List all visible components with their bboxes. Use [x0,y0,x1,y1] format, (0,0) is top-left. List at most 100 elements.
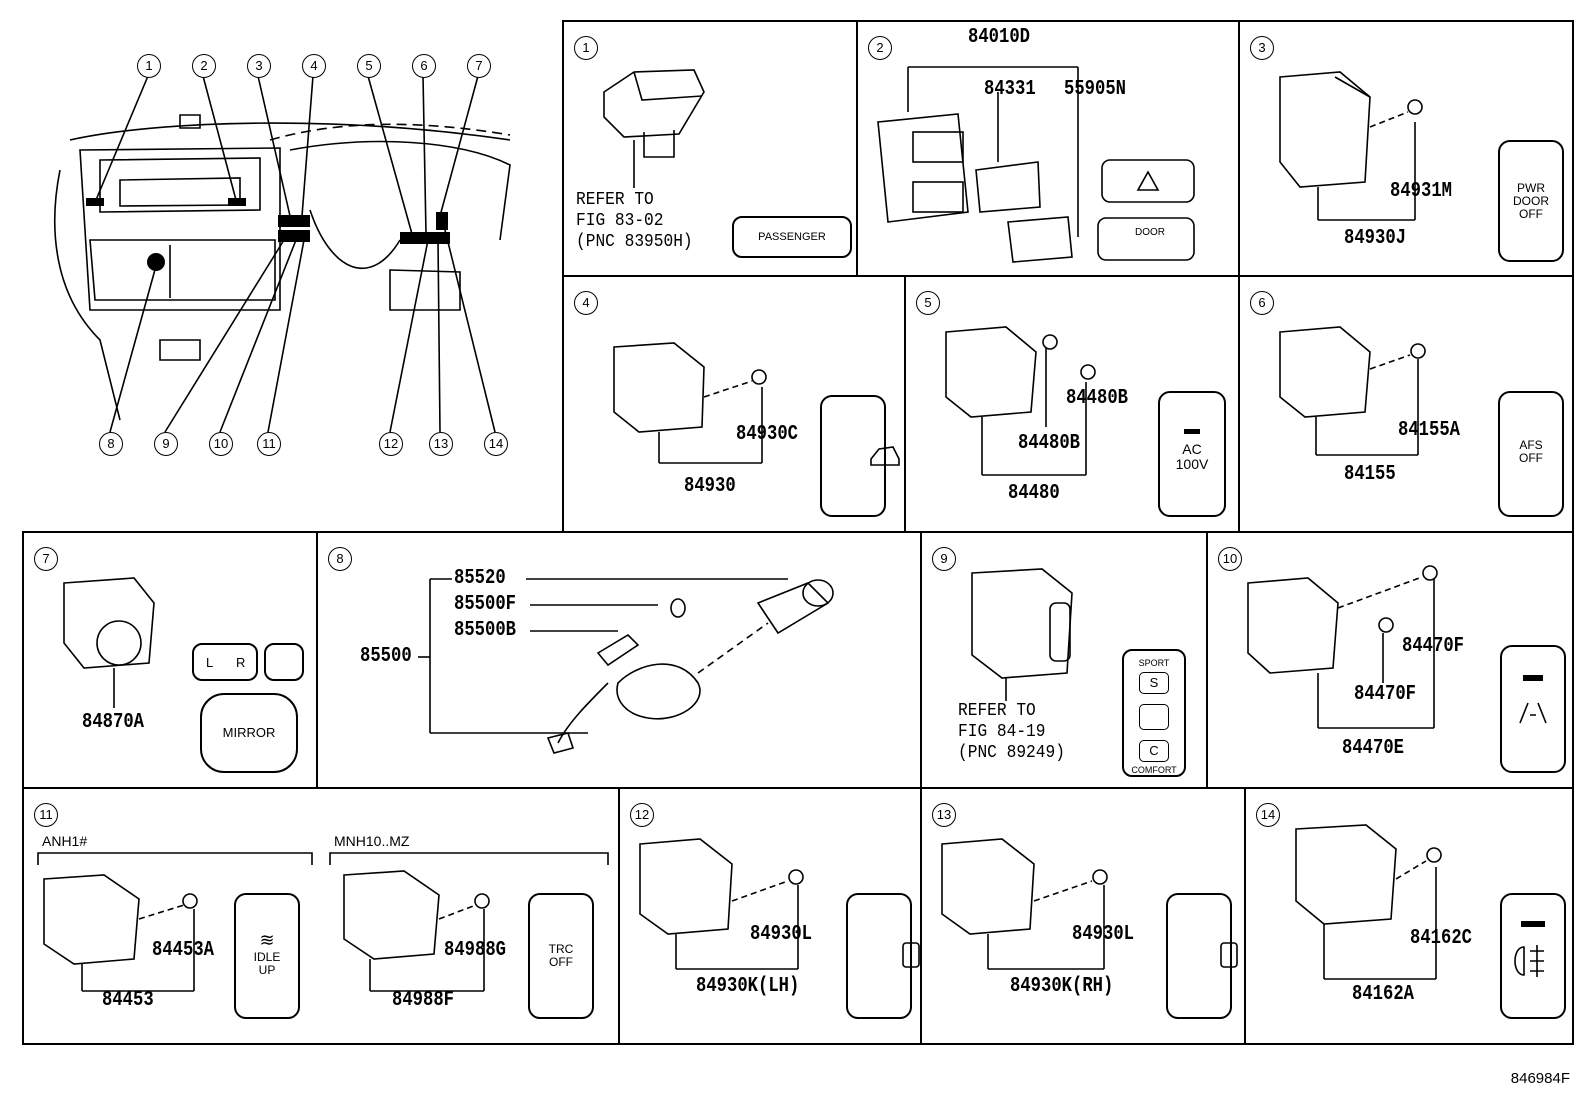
callout-8: 8 [99,432,123,456]
r-label: R [236,655,246,670]
callout-14: 14 [484,432,508,456]
part-number-85500B: 85500B [454,619,517,642]
panel-14: 14 84162C 84162A [1244,787,1574,1045]
panel-number: 7 [34,547,58,571]
reference-note: REFER TO FIG 84-19 (PNC 89249) [958,701,1065,763]
normal-mode-button [1139,704,1169,730]
lane-assist-button [1500,645,1566,773]
reference-note: REFER TO FIG 83-02 (PNC 83950H) [576,190,693,252]
panel-2: 2 84010D 84331 55905N DOOR [856,20,1240,277]
panel-11: 11 ANH1# MNH10..MZ 84453A 84453 84988G 8… [22,787,620,1045]
panel-number: 5 [916,291,940,315]
part-number-84453: 84453 [102,989,154,1012]
button-line-1: TRC [548,942,574,956]
idle-trc-switch-drawing [37,852,609,992]
hazard-switch-drawing [877,66,1195,263]
panel-number: 1 [574,36,598,60]
panel-10: 10 84470F 84470F 84470E [1206,531,1574,789]
panel-number: 11 [34,803,58,827]
l-label: L [206,655,214,670]
button-line-1: AC [1182,441,1202,457]
part-number-85500: 85500 [360,645,412,668]
panel-12: 12 84930L 84930K(LH) [618,787,922,1045]
button-line-2: DOOR [1513,194,1549,208]
callout-5: 5 [357,54,381,78]
panel-number: 12 [630,803,654,827]
panel-4: 4 84930C 84930 [562,275,906,533]
rear-hatch-button [820,395,900,517]
hatch-icon [870,446,900,466]
panel-13: 13 84930L 84930K(RH) [920,787,1246,1045]
figure-id: 846984F [1510,1070,1570,1087]
sliding-door-rh-drawing [941,838,1108,970]
button-line-3: OFF [1519,207,1543,221]
afs-switch-drawing [1279,326,1426,456]
button-line-1: IDLE [253,950,281,964]
part-number-85520: 85520 [454,567,506,590]
part-number-84930: 84930 [684,475,736,498]
drive-mode-switch-drawing [971,568,1073,701]
part-number-84470F-lower: 84470F [1354,683,1417,706]
part-number-84988G: 84988G [444,939,507,962]
panel-number: 3 [1250,36,1274,60]
indicator-bar [1521,921,1545,927]
panel-number: 6 [1250,291,1274,315]
part-number-84930K-LH: 84930K(LH) [696,975,800,998]
part-number-84930L: 84930L [750,923,813,946]
part-number-84931M: 84931M [1390,180,1453,203]
part-number-84480B-lower: 84480B [1018,432,1081,455]
heat-icon: ≋ [259,930,275,950]
cigarette-lighter-drawing [418,578,834,754]
idle-up-button: ≋ IDLE UP [234,893,300,1019]
panel-number: 4 [574,291,598,315]
callout-7: 7 [467,54,491,78]
panel-9: 9 REFER TO FIG 84-19 (PNC 89249) SPORT S… [920,531,1208,789]
callout-9: 9 [154,432,178,456]
mirror-adjust-pad: MIRROR [200,693,298,773]
callout-3: 3 [247,54,271,78]
afs-off-button: AFS OFF [1498,391,1564,517]
ac-outlet-switch-drawing [945,326,1096,476]
sliding-door-rh-button [1166,893,1238,1019]
fog-lamp-icon [1514,945,1544,977]
button-line-2: OFF [549,955,573,969]
part-number-84930C: 84930C [736,423,799,446]
mirror-switch-drawing [63,577,155,708]
switch-4-drawing [613,342,767,464]
panel-number: 9 [932,547,956,571]
door-icon [902,942,920,968]
callout-2: 2 [192,54,216,78]
panel-6: 6 84155A 84155 AFS OFF [1238,275,1574,533]
callout-6: 6 [412,54,436,78]
panel-number: 10 [1218,547,1242,571]
part-number-84870A: 84870A [82,711,145,734]
panel-1: 1 REFER TO FIG 83-02 (PNC 83950H) PASSEN… [562,20,858,277]
part-number-84331: 84331 [984,78,1036,101]
group-label-a: ANH1# [42,833,88,849]
part-number-55905N: 55905N [1064,78,1127,101]
drive-mode-selector: SPORT S C COMFORT [1122,649,1186,777]
part-number-84930K-RH: 84930K(RH) [1010,975,1114,998]
ac-100v-button: AC 100V [1158,391,1226,517]
door-icon [1220,942,1238,968]
sliding-door-lh-drawing [639,838,804,970]
sport-s-button: S [1139,672,1169,694]
callout-1: 1 [137,54,161,78]
callout-11: 11 [257,432,281,456]
callout-12: 12 [379,432,403,456]
fog-lamp-switch-drawing [1295,824,1442,980]
part-number-84010D: 84010D [968,26,1031,49]
panel-8: 8 85520 85500F 85500B 85500 [316,531,922,789]
lane-switch-drawing [1247,565,1438,729]
part-number-84155A: 84155A [1398,419,1461,442]
indicator-bar [1523,675,1543,681]
panel-number: 2 [868,36,892,60]
fog-lamp-button [1500,893,1566,1019]
callout-4: 4 [302,54,326,78]
part-number-84470E: 84470E [1342,737,1405,760]
power-door-switch-drawing [1279,71,1423,221]
door-button-label: DOOR [1135,227,1165,238]
button-label: PASSENGER [758,231,826,243]
lane-icon [1519,702,1547,724]
panel-3: 3 84931M 84930J PWR DOOR OFF [1238,20,1574,277]
